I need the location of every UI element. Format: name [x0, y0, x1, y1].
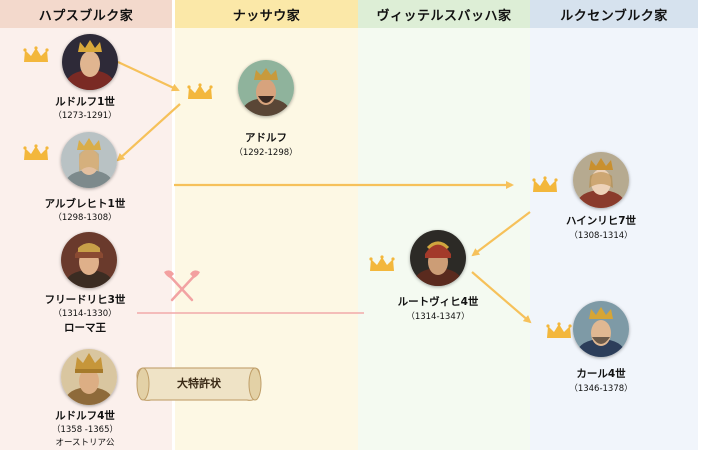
portrait-ludwig4: [410, 230, 466, 286]
portrait-karl4: [573, 301, 629, 357]
ruler-years-friedrich3: （1314-1330）: [53, 309, 117, 319]
ruler-years-ludwig4: （1314-1347）: [406, 312, 470, 322]
portrait-rudolf1: [62, 34, 118, 90]
ruler-name-rudolf4: ルドルフ4世: [55, 410, 115, 422]
ruler-years-karl4: （1346-1378）: [569, 384, 633, 394]
ruler-name-ludwig4: ルートヴィヒ4世: [397, 296, 479, 308]
ruler-name-albrecht1: アルブレヒト1世: [44, 198, 126, 210]
ruler-years-albrecht1: （1298-1308）: [53, 213, 117, 223]
ruler-name-rudolf1: ルドルフ1世: [55, 96, 115, 108]
crown-icon: [22, 144, 50, 162]
crown-icon: [368, 255, 396, 273]
arrow-heinrich7-to-ludwig4: [471, 211, 531, 257]
crown-icon: [186, 83, 214, 101]
arrow-ludwig4-to-karl4: [471, 271, 532, 324]
ruler-name-adolf: アドルフ: [245, 132, 287, 144]
ruler-years-heinrich7: （1308-1314）: [569, 231, 633, 241]
portrait-friedrich3: [61, 232, 117, 288]
ruler-name-heinrich7: ハインリヒ7世: [565, 215, 637, 227]
arrow-rudolf1-to-adolf: [117, 61, 180, 92]
ruler-note-rudolf4: オーストリア公: [55, 438, 115, 448]
ruler-name-karl4: カール4世: [576, 368, 626, 380]
ruler-years-rudolf1: （1273-1291）: [53, 111, 117, 121]
portrait-adolf: [238, 60, 294, 116]
portrait-rudolf4: [61, 349, 117, 405]
scroll-label: 大特許状: [177, 377, 221, 390]
portrait-albrecht1: [61, 132, 117, 188]
house-header-wittelsbach: ヴィッテルスバッハ家: [358, 0, 530, 28]
house-header-luxembourg: ルクセンブルク家: [530, 0, 698, 28]
column-wittelsbach: ヴィッテルスバッハ家: [358, 0, 530, 450]
crown-icon: [22, 46, 50, 64]
house-header-nassau: ナッサウ家: [175, 0, 358, 28]
crossed-axes-icon: [160, 268, 204, 304]
ruler-name-friedrich3: フリードリヒ3世: [44, 294, 126, 306]
column-luxembourg: ルクセンブルク家: [530, 0, 698, 450]
ruler-note-friedrich3: ローマ王: [64, 322, 106, 334]
ruler-years-rudolf4: （1358 -1365）: [51, 425, 119, 435]
crown-icon: [545, 322, 573, 340]
house-header-habsburg: ハプスブルク家: [0, 0, 172, 28]
portrait-heinrich7: [573, 152, 629, 208]
arrow-adolf-to-albrecht1: [116, 103, 181, 162]
crown-icon: [531, 176, 559, 194]
ruler-years-adolf: （1292-1298）: [234, 148, 298, 158]
scroll-icon: 大特許状: [135, 364, 263, 404]
